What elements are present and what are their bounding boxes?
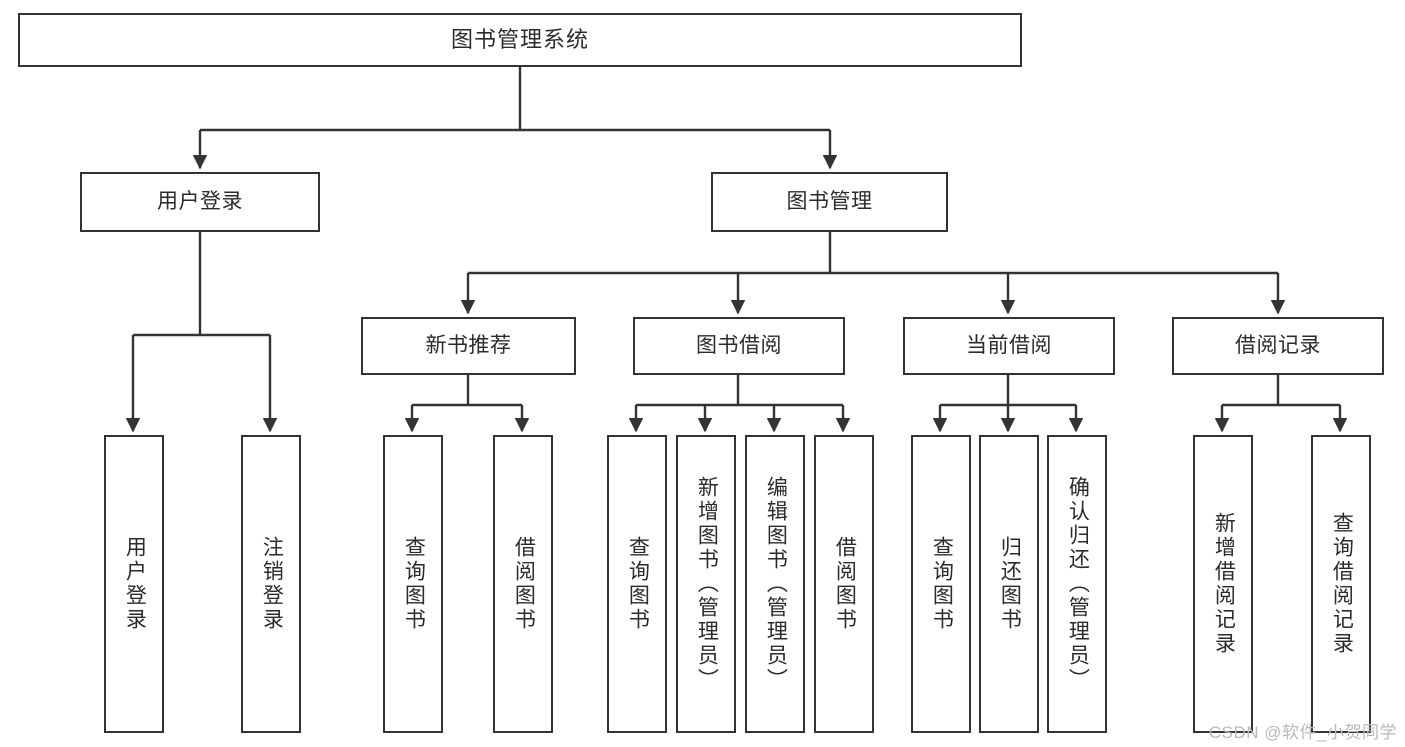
node-new-book-recommend-label: 新书推荐 [425, 333, 512, 357]
node-leaf-query-book-recommend-label: 查询图书 [402, 536, 426, 632]
node-new-book-recommend[interactable]: 新书推荐 [361, 317, 576, 375]
node-leaf-query-borrow-record[interactable]: 查询借阅记录 [1311, 435, 1371, 733]
node-book-management[interactable]: 图书管理 [711, 172, 948, 232]
node-borrow-record-label: 借阅记录 [1235, 333, 1321, 357]
node-leaf-edit-book[interactable]: 编辑图书（管理员） [745, 435, 805, 733]
node-current-borrow-label: 当前借阅 [966, 333, 1052, 357]
node-leaf-return-book[interactable]: 归还图书 [979, 435, 1039, 733]
node-leaf-borrow-book-recommend-label: 借阅图书 [512, 536, 536, 632]
node-leaf-borrow-book-recommend[interactable]: 借阅图书 [493, 435, 553, 733]
node-leaf-user-login[interactable]: 用户登录 [104, 435, 164, 733]
node-root-book-management-system[interactable]: 图书管理系统 [18, 13, 1022, 67]
node-leaf-query-book-borrow-label: 查询图书 [626, 536, 650, 632]
node-leaf-borrow-book[interactable]: 借阅图书 [814, 435, 874, 733]
node-leaf-logout[interactable]: 注销登录 [241, 435, 301, 733]
node-user-login-label: 用户登录 [157, 189, 243, 213]
node-leaf-borrow-book-label: 借阅图书 [833, 536, 857, 632]
csdn-watermark: CSDN @软件_小贺同学 [1208, 723, 1397, 742]
node-book-borrow-label: 图书借阅 [696, 333, 782, 357]
node-leaf-query-borrow-record-label: 查询借阅记录 [1330, 512, 1354, 656]
node-book-borrow[interactable]: 图书借阅 [633, 317, 845, 375]
node-root-label: 图书管理系统 [450, 27, 589, 53]
node-leaf-add-book[interactable]: 新增图书（管理员） [676, 435, 736, 733]
node-leaf-edit-book-label: 编辑图书（管理员） [764, 476, 788, 692]
node-leaf-query-book-current[interactable]: 查询图书 [911, 435, 971, 733]
node-book-management-label: 图书管理 [786, 189, 873, 213]
node-leaf-confirm-return-label: 确认归还（管理员） [1066, 476, 1090, 692]
node-leaf-query-book-borrow[interactable]: 查询图书 [607, 435, 667, 733]
node-leaf-query-book-current-label: 查询图书 [930, 536, 954, 632]
node-leaf-confirm-return[interactable]: 确认归还（管理员） [1047, 435, 1107, 733]
node-current-borrow[interactable]: 当前借阅 [903, 317, 1115, 375]
node-leaf-add-borrow-record-label: 新增借阅记录 [1212, 512, 1236, 656]
node-leaf-return-book-label: 归还图书 [998, 536, 1022, 632]
node-leaf-user-login-label: 用户登录 [123, 536, 147, 632]
node-user-login[interactable]: 用户登录 [80, 172, 320, 232]
node-leaf-query-book-recommend[interactable]: 查询图书 [383, 435, 443, 733]
node-leaf-add-borrow-record[interactable]: 新增借阅记录 [1193, 435, 1253, 733]
node-leaf-logout-label: 注销登录 [260, 536, 284, 632]
node-borrow-record[interactable]: 借阅记录 [1172, 317, 1384, 375]
node-leaf-add-book-label: 新增图书（管理员） [695, 476, 719, 692]
